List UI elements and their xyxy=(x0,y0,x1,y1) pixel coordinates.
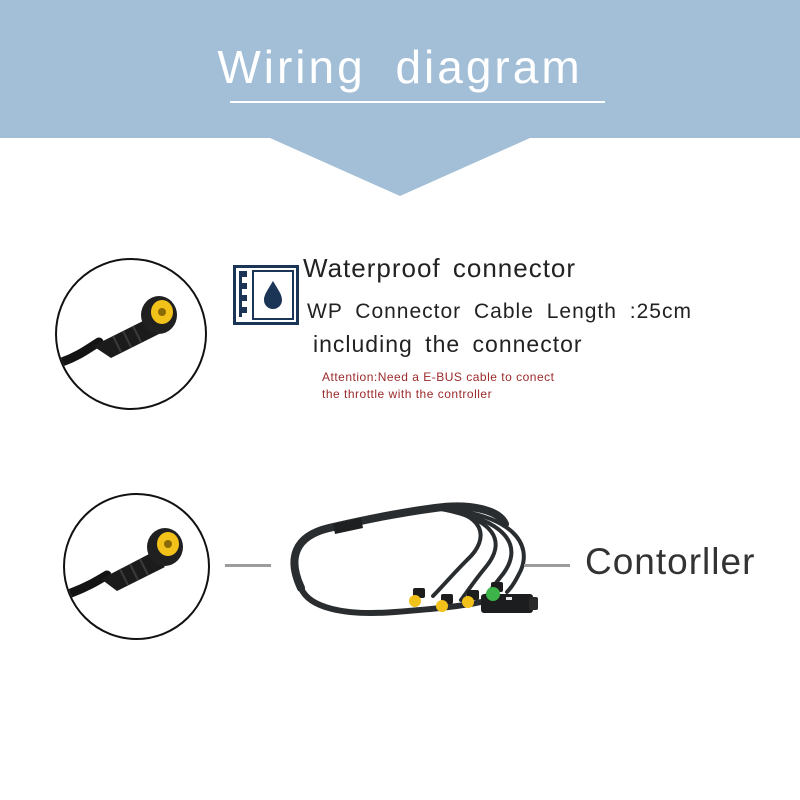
controller-label: Contorller xyxy=(585,541,756,582)
connector-closeup-bottom xyxy=(63,493,210,640)
controller-link-dash xyxy=(524,564,570,567)
connector-closeup-top xyxy=(55,258,207,410)
connector-link-dash xyxy=(225,564,271,567)
page-title: Wiring diagram xyxy=(217,41,583,93)
including-connector-text: including the connector xyxy=(313,331,583,357)
cable-length-text: WP Connector Cable Length :25cm xyxy=(307,300,692,323)
wiring-harness xyxy=(285,498,555,633)
header-band xyxy=(0,0,800,200)
waterproof-title: Waterproof connector xyxy=(303,253,577,283)
attention-note-line1: Attention:Need a E-BUS cable to conect xyxy=(322,370,555,384)
attention-note-line2: the throttle with the controller xyxy=(322,387,493,401)
waterproof-icon xyxy=(233,265,299,325)
title-underline xyxy=(230,101,605,103)
